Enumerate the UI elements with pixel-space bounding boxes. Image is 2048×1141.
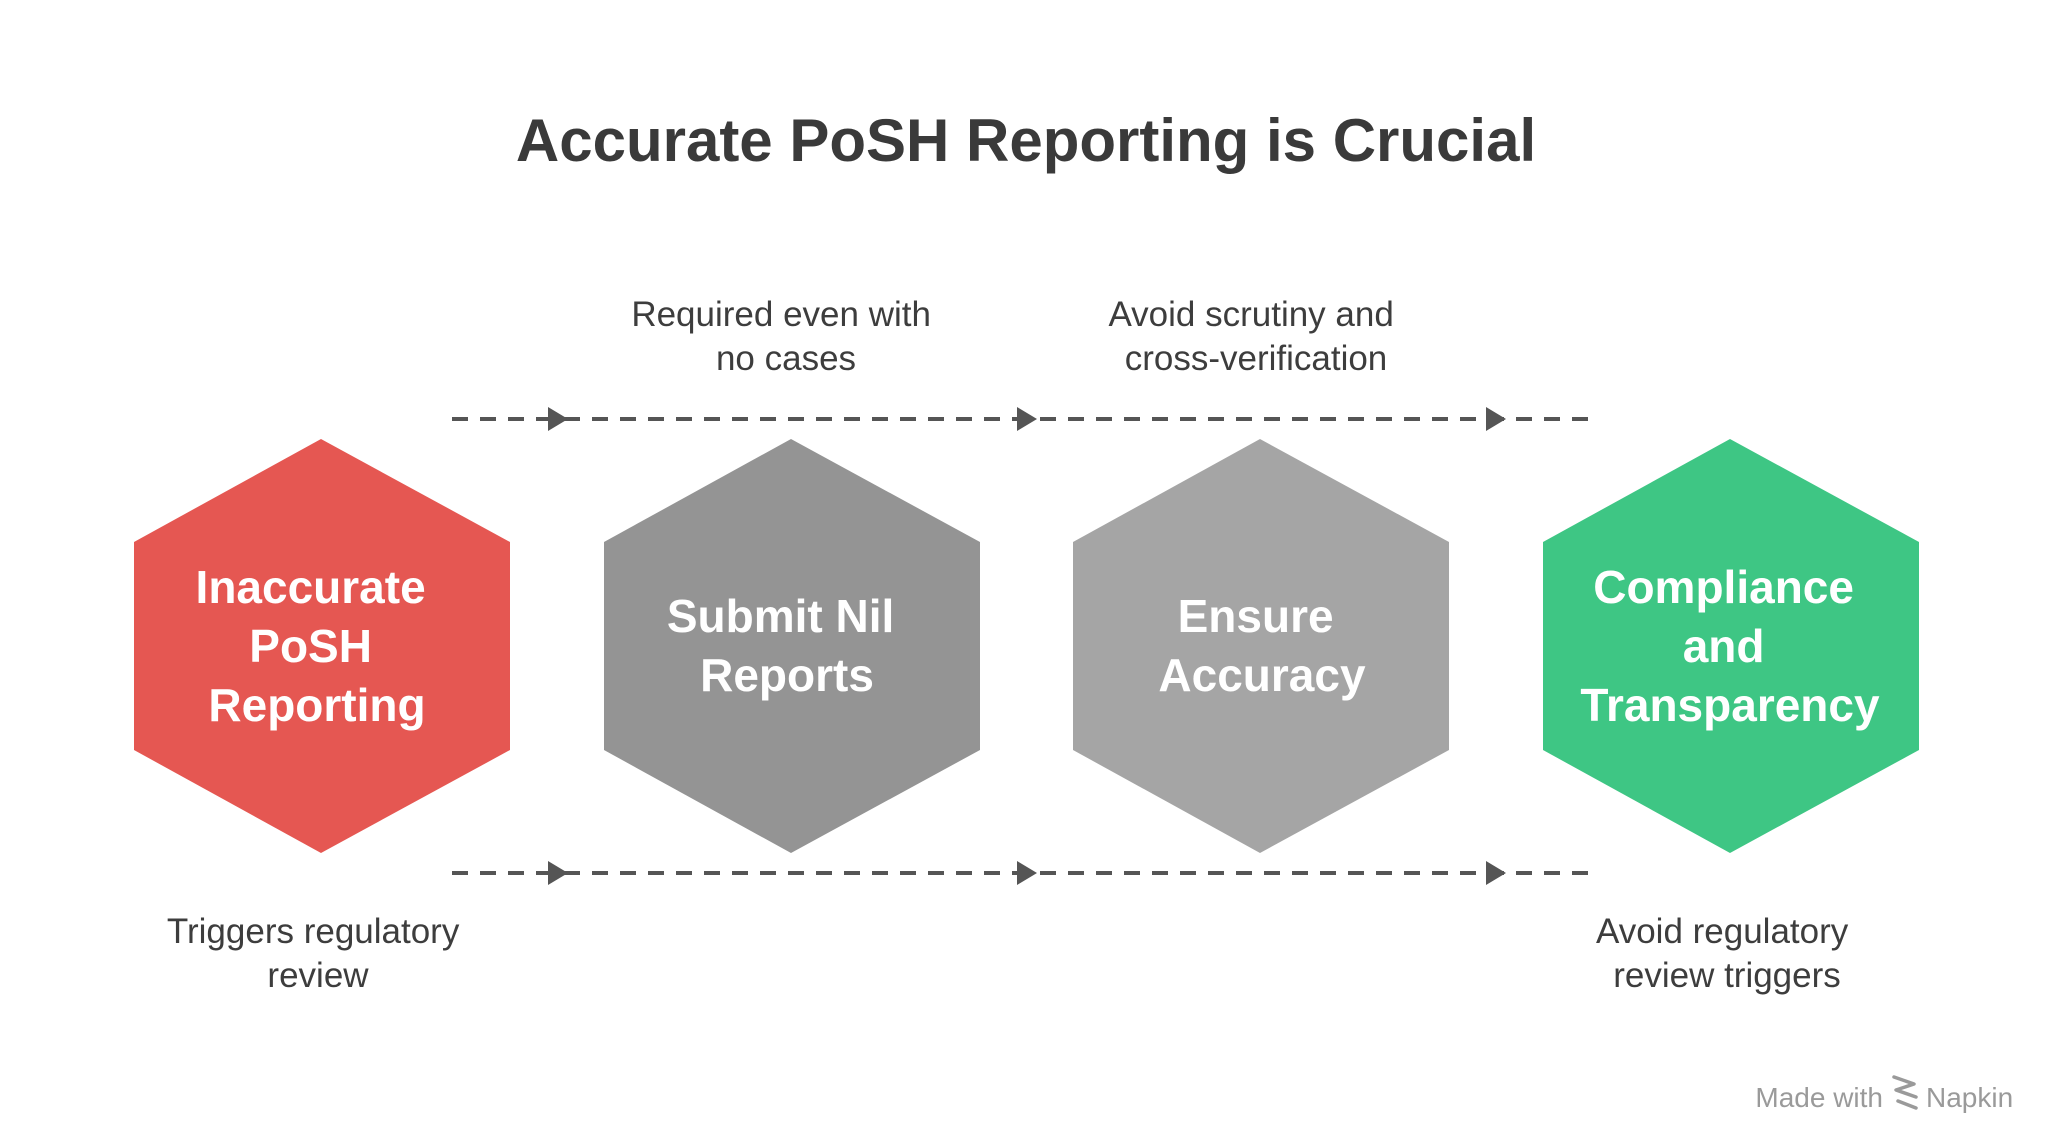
top-caption-1: Required even with no cases: [631, 295, 940, 378]
top-caption-1-line-1: Required even with: [631, 295, 931, 334]
branding-made-with: Made with: [1755, 1082, 1883, 1113]
step-2: Submit Nil Reports: [604, 439, 980, 853]
step-1-label-line-1: Inaccurate: [196, 561, 426, 613]
step-1: Inaccurate PoSH Reporting: [134, 439, 510, 853]
step-1-hexagon: [134, 439, 510, 853]
step-2-label-line-1: Submit Nil: [667, 590, 894, 642]
diagram-title: Accurate PoSH Reporting is Crucial: [516, 107, 1536, 174]
step-1-label-line-2: PoSH: [249, 620, 372, 672]
step-3-hexagon: [1073, 439, 1449, 853]
bottom-arrow-1-icon: [548, 861, 568, 885]
branding: Made with Napkin: [1755, 1075, 2013, 1113]
step-4-hexagon: [1543, 439, 1919, 853]
bottom-caption-1-line-1: Triggers regulatory: [167, 912, 460, 951]
bottom-caption-2-line-1: Avoid regulatory: [1596, 912, 1849, 951]
bottom-caption-2: Avoid regulatory review triggers: [1596, 912, 1858, 995]
step-2-label: Submit Nil Reports: [667, 590, 907, 701]
step-3: Ensure Accuracy: [1073, 439, 1449, 853]
top-arrow-1-icon: [548, 407, 568, 431]
bottom-arrow-2-icon: [1017, 861, 1037, 885]
top-caption-2-line-2: cross-verification: [1125, 339, 1388, 378]
napkin-logo-icon: [1892, 1075, 1918, 1110]
step-1-label-line-3: Reporting: [208, 679, 425, 731]
step-1-label: Inaccurate PoSH Reporting: [196, 561, 439, 731]
bottom-arrow-3-icon: [1486, 861, 1506, 885]
top-caption-2-line-1: Avoid scrutiny and: [1108, 295, 1393, 334]
step-3-label: Ensure Accuracy: [1158, 590, 1366, 701]
branding-brand-name: Napkin: [1926, 1082, 2013, 1113]
bottom-caption-2-line-2: review triggers: [1613, 956, 1841, 995]
step-3-label-line-2: Accuracy: [1158, 649, 1366, 701]
top-connector: [452, 407, 1600, 431]
bottom-caption-1: Triggers regulatory review: [167, 912, 469, 995]
top-caption-2: Avoid scrutiny and cross-verification: [1108, 295, 1403, 378]
bottom-connector: [452, 861, 1600, 885]
bottom-caption-1-line-2: review: [267, 956, 369, 995]
top-arrow-2-icon: [1017, 407, 1037, 431]
top-caption-1-line-2: no cases: [716, 339, 856, 378]
step-4-label: Compliance and Transparency: [1580, 561, 1880, 731]
step-2-hexagon: [604, 439, 980, 853]
step-4-label-line-3: Transparency: [1580, 679, 1880, 731]
top-arrow-3-icon: [1486, 407, 1506, 431]
step-4-label-line-1: Compliance: [1593, 561, 1854, 613]
step-2-label-line-2: Reports: [700, 649, 874, 701]
step-3-label-line-1: Ensure: [1178, 590, 1334, 642]
step-4-label-line-2: and: [1683, 620, 1765, 672]
step-4: Compliance and Transparency: [1543, 439, 1919, 853]
